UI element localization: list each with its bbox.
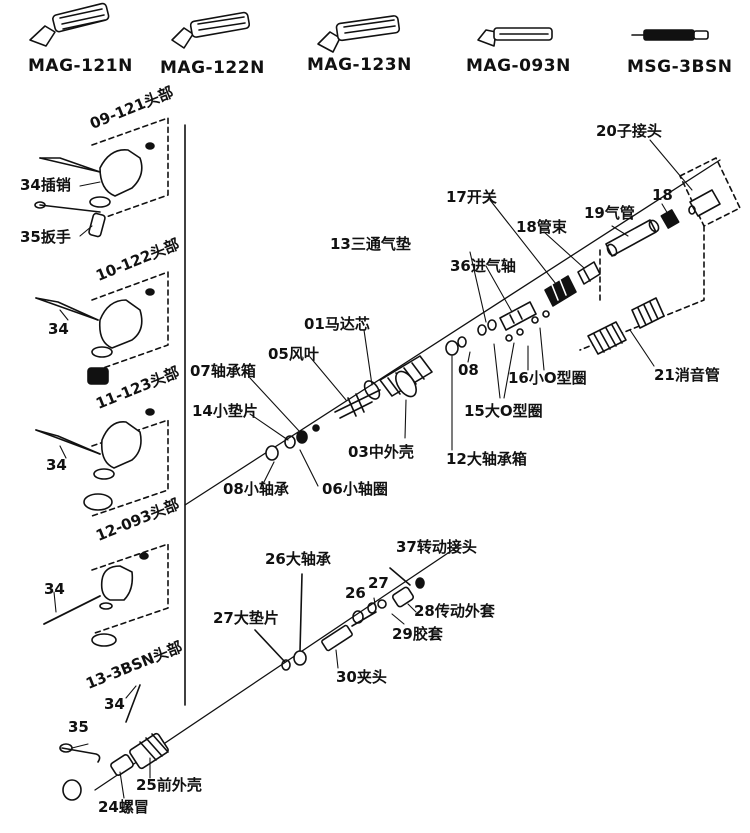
- label-part-12-housing: 12大轴承箱: [446, 450, 527, 468]
- model-label-mag-123n: MAG-123N: [307, 55, 412, 75]
- model-label-msg-3bsn: MSG-3BSN: [627, 57, 733, 77]
- label-part-34-third: 34: [46, 456, 67, 474]
- tool-thumbnail-msg-3bsn: [631, 29, 709, 41]
- label-part-28: 28传动外套: [414, 602, 495, 620]
- inlet-shaft-36: [499, 301, 537, 331]
- head-12-093: [91, 552, 149, 647]
- label-part-01: 01马达芯: [304, 315, 370, 333]
- bearing-26-large: [281, 650, 307, 671]
- bearing-housing-12: [445, 336, 467, 356]
- label-part-08-small-bearing: 08小轴承: [223, 480, 289, 498]
- pin-34-bottom: [125, 684, 141, 723]
- label-part-08: 08: [458, 361, 479, 379]
- dashed-box-12: [91, 543, 169, 635]
- three-way-cushion-13: [477, 319, 497, 336]
- tool-thumbnail-mag-122n: [171, 11, 251, 49]
- label-part-21: 21消音管: [654, 366, 720, 384]
- front-housing-25: [129, 732, 169, 770]
- label-part-13: 13三通气垫: [330, 235, 411, 253]
- hose-clamp-18-small: [660, 209, 680, 229]
- label-part-27-large-washer: 27大垫片: [213, 609, 279, 627]
- drive-sleeve-28: [352, 577, 425, 624]
- pin-34-fourth: [43, 595, 101, 625]
- label-part-18: 18: [652, 186, 673, 204]
- label-part-26: 26: [345, 584, 366, 602]
- model-label-mag-122n: MAG-122N: [160, 58, 265, 78]
- pin-34-third: [35, 429, 101, 455]
- chuck-knob: [62, 779, 82, 801]
- label-part-05: 05风叶: [268, 345, 319, 363]
- label-part-34-second: 34: [48, 320, 69, 338]
- label-part-15: 15大O型圈: [464, 402, 543, 420]
- bearing-08-small: [265, 445, 279, 461]
- air-hose-19: [605, 219, 660, 257]
- bearing-housing-07: [296, 430, 308, 444]
- label-part-19: 19气管: [584, 204, 635, 222]
- dashed-box-09: [91, 117, 169, 223]
- label-part-06: 06小轴圈: [322, 480, 388, 498]
- tool-thumbnail-mag-121n: [29, 2, 110, 47]
- rotor-fan-05: [334, 389, 381, 419]
- label-part-18-hose-bundle: 18管束: [516, 218, 567, 236]
- nut-24: [110, 754, 134, 776]
- label-part-26-large-bearing: 26大轴承: [265, 550, 331, 568]
- pin-34-second: [35, 297, 99, 321]
- wrench-35-bottom: [61, 747, 101, 763]
- label-part-27: 27: [368, 574, 389, 592]
- washer-14: [284, 435, 296, 449]
- connector-20: [688, 189, 721, 217]
- label-part-20: 20子接头: [596, 122, 662, 140]
- model-label-mag-093n: MAG-093N: [466, 56, 571, 76]
- muffler-21: [587, 297, 665, 355]
- label-part-34-fourth: 34: [44, 580, 65, 598]
- label-part-29: 29胶套: [392, 625, 443, 643]
- label-part-36: 36进气轴: [450, 257, 516, 275]
- tool-thumbnail-mag-123n: [317, 15, 401, 53]
- label-part-24: 24螺冒: [98, 798, 149, 816]
- hose-clamp-18: [577, 261, 601, 285]
- tool-thumbnail-mag-093n: [477, 27, 553, 47]
- head-10-122: [87, 288, 155, 385]
- label-part-34-pin: 34插销: [20, 176, 71, 194]
- head-11-123: [83, 408, 155, 511]
- label-part-35-bottom: 35: [68, 718, 89, 736]
- label-part-03: 03中外壳: [348, 443, 414, 461]
- head-09-121: [88, 142, 155, 238]
- switch-17: [544, 275, 577, 307]
- label-part-30: 30夹头: [336, 668, 387, 686]
- label-part-14: 14小垫片: [192, 402, 258, 420]
- middle-housing-03: [379, 355, 433, 398]
- label-part-16: 16小O型圈: [508, 369, 587, 387]
- wrench-35-top: [39, 204, 101, 213]
- label-part-37: 37转动接头: [396, 538, 477, 556]
- collet-30: [321, 611, 377, 652]
- label-part-34-bottom: 34: [104, 695, 125, 713]
- label-part-35-wrench: 35扳手: [20, 228, 71, 246]
- label-part-07: 07轴承箱: [190, 362, 256, 380]
- label-part-25: 25前外壳: [136, 776, 202, 794]
- motor-core-01: [363, 380, 381, 400]
- model-label-mag-121n: MAG-121N: [28, 56, 133, 76]
- pin-34-top: [39, 157, 101, 173]
- o-rings: [505, 310, 550, 342]
- dashed-box-10: [91, 271, 169, 373]
- label-part-17: 17开关: [446, 188, 497, 206]
